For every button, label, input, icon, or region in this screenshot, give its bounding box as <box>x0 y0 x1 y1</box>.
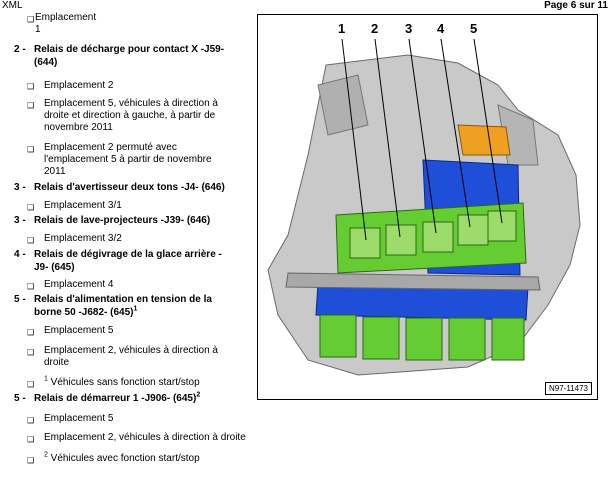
list-item: Emplacement 3/2 <box>44 233 122 244</box>
list-item: 1 <box>35 24 41 35</box>
footnote-text: Véhicules sans fonction start/stop <box>47 377 200 388</box>
item-title: (644) <box>34 57 58 68</box>
footnote: 1 Véhicules sans fonction start/stop <box>44 375 200 389</box>
callout-3: 3 <box>405 21 413 36</box>
list-item: Emplacement 2, véhicules à direction à d… <box>44 432 246 443</box>
item-title: Relais d'alimentation en tension de la <box>34 294 212 305</box>
page-indicator: Page 6 sur 11 <box>544 0 608 11</box>
item-number: 5 - <box>14 393 26 404</box>
item-title: Relais de décharge pour contact X -J59- <box>34 44 225 55</box>
callout-1: 1 <box>338 21 346 36</box>
item-number: 3 - <box>14 182 26 193</box>
list-item: 2011 <box>44 166 66 177</box>
callout-5: 5 <box>470 21 478 36</box>
item-title-text: Relais de démarreur 1 -J906- (645) <box>34 393 197 404</box>
footnote-marker: 1 <box>44 375 48 383</box>
relay-carrier-illustration <box>267 38 581 376</box>
header-left: XML <box>2 0 23 11</box>
relay-carrier-figure: 1 2 3 4 5 N97-11473 <box>257 14 598 400</box>
item-title: Relais de dégivrage de la glace arrière … <box>34 249 222 260</box>
bullet-icon: ❑ <box>27 328 35 337</box>
bullet-icon: ❑ <box>27 82 35 91</box>
callout-2: 2 <box>371 21 379 36</box>
list-item: droite <box>44 357 70 368</box>
item-title: Relais de démarreur 1 -J906- (645)2 <box>34 391 201 405</box>
item-title: Relais d'avertisseur deux tons -J4- (646… <box>34 182 225 193</box>
callout-4: 4 <box>437 21 445 36</box>
list-item: Emplacement 3/1 <box>44 200 122 211</box>
list-item: l'emplacement 5 à partir de novembre <box>44 154 212 165</box>
list-item: Emplacement <box>35 12 97 23</box>
bullet-icon: ❑ <box>27 145 35 154</box>
bullet-icon: ❑ <box>27 348 35 357</box>
bullet-icon: ❑ <box>27 435 35 444</box>
bullet-icon: ❑ <box>27 236 35 245</box>
item-number: 2 - <box>14 44 26 55</box>
bullet-icon: ❑ <box>27 15 35 24</box>
bullet-icon: ❑ <box>27 101 35 110</box>
list-item: Emplacement 2, véhicules à direction à <box>44 345 218 356</box>
list-item: Emplacement 4 <box>44 279 114 290</box>
footnote-text: Véhicules avec fonction start/stop <box>47 453 200 464</box>
list-item: Emplacement 5 <box>44 325 114 336</box>
footnote: 2 Véhicules avec fonction start/stop <box>44 451 200 465</box>
footnote-ref: 1 <box>133 305 138 313</box>
item-title: borne 50 -J682- (645)1 <box>34 305 138 319</box>
bullet-icon: ❑ <box>27 380 35 389</box>
item-title: Relais de lave-projecteurs -J39- (646) <box>34 215 211 226</box>
list-item: Emplacement 5 <box>44 413 114 424</box>
bullet-icon: ❑ <box>27 416 35 425</box>
list-item: Emplacement 2 permuté avec <box>44 142 177 153</box>
bullet-icon: ❑ <box>27 282 35 291</box>
item-title: J9- (645) <box>34 262 75 273</box>
item-number: 4 - <box>14 249 26 260</box>
footnote-marker: 2 <box>44 451 48 459</box>
item-number: 3 - <box>14 215 26 226</box>
list-item: Emplacement 2 <box>44 80 114 91</box>
list-item: droite et direction à gauche, à partir d… <box>44 110 216 121</box>
footnote-ref: 2 <box>196 391 201 399</box>
bullet-icon: ❑ <box>27 456 35 465</box>
list-item: novembre 2011 <box>44 122 113 133</box>
item-title-text: borne 50 -J682- (645) <box>34 307 134 318</box>
figure-id: N97-11473 <box>545 382 592 395</box>
item-number: 5 - <box>14 294 26 305</box>
list-item: Emplacement 5, véhicules à direction à <box>44 98 218 109</box>
bullet-icon: ❑ <box>27 203 35 212</box>
